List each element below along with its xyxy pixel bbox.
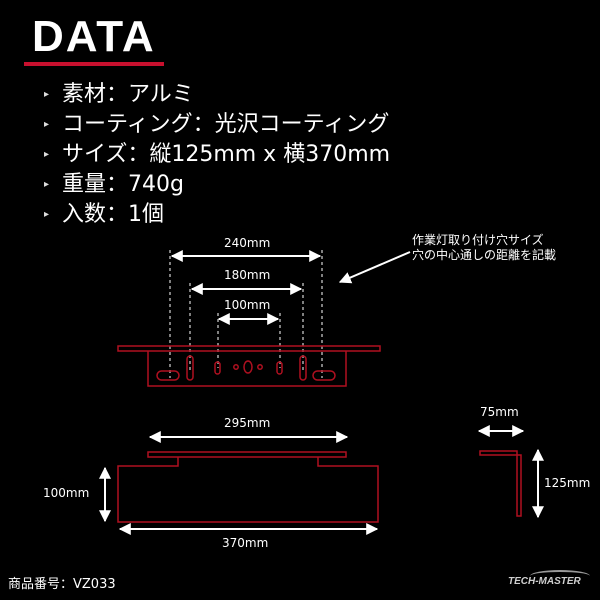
triangle-bullet-icon: ▸	[44, 179, 50, 190]
dim-label-240: 240mm	[224, 236, 271, 250]
note-line-2: 穴の中心通しの距離を記載	[412, 248, 557, 262]
triangle-bullet-icon: ▸	[44, 89, 50, 100]
logo-swoosh	[530, 570, 590, 582]
note-arrow	[338, 251, 411, 284]
spec-material: 素材：アルミ	[62, 82, 194, 107]
extension-lines	[169, 250, 323, 378]
triangle-bullet-icon: ▸	[44, 119, 50, 130]
product-number: 商品番号：VZ033	[8, 577, 116, 592]
dim-label-180: 180mm	[224, 268, 271, 282]
dim-label-100: 100mm	[224, 298, 271, 312]
triangle-bullet-icon: ▸	[44, 209, 50, 220]
spec-size: サイズ：縦125mm x 横370mm	[62, 142, 391, 167]
front-view-plate	[117, 451, 379, 523]
dim-label-295: 295mm	[224, 416, 271, 430]
side-view-plate	[479, 450, 522, 517]
spec-weight: 重量：740g	[62, 172, 184, 197]
spec-coating: コーティング：光沢コーティング	[62, 112, 390, 137]
top-view-plate	[117, 345, 381, 387]
brand-logo: TECH-MASTER	[508, 576, 581, 587]
dim-label-125: 125mm	[544, 476, 591, 490]
title-underline	[24, 62, 164, 66]
dim-label-75: 75mm	[480, 405, 519, 419]
page-title: DATA	[32, 12, 156, 61]
mounting-hole-note: 作業灯取り付け穴サイズ 穴の中心通しの距離を記載	[412, 233, 556, 263]
spec-quantity: 入数：1個	[62, 202, 164, 227]
triangle-bullet-icon: ▸	[44, 149, 50, 160]
dim-label-100-height: 100mm	[43, 486, 90, 500]
dim-label-370: 370mm	[222, 536, 269, 550]
note-line-1: 作業灯取り付け穴サイズ	[412, 233, 544, 247]
